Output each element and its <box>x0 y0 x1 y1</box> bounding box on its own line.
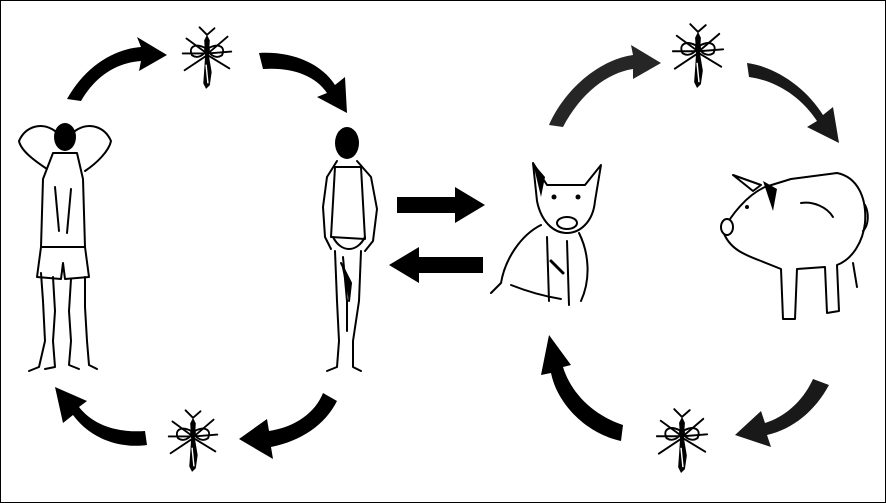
cycle-arrow-human-top-left <box>67 37 167 101</box>
pig-sitting-figure <box>491 163 601 305</box>
cycle-arrow-pig-bottom-right <box>735 379 829 447</box>
mosquito-icon-human-bottom <box>169 410 218 472</box>
cycle-arrow-human-top-right <box>259 53 347 113</box>
pig-cycle <box>491 24 868 473</box>
cycle-arrow-human-bottom-left <box>55 387 147 446</box>
cycle-arrow-pig-top-left <box>549 45 661 127</box>
arrow-to-pig-cycle <box>397 187 485 223</box>
person-with-headache-figure <box>19 123 111 371</box>
arrow-to-human-cycle <box>389 247 483 283</box>
mosquito-icon-pig-top <box>673 24 723 88</box>
exchange-arrows <box>389 187 485 283</box>
mosquito-icon-human-top <box>183 27 232 89</box>
cycle-arrow-pig-top-right <box>747 63 839 143</box>
cycle-arrow-pig-bottom-left <box>541 335 623 441</box>
person-standing-figure <box>323 127 377 371</box>
pig-standing-figure <box>721 173 868 319</box>
human-cycle <box>19 27 377 472</box>
cycle-arrow-human-bottom-right <box>239 393 337 459</box>
mosquito-icon-pig-bottom <box>657 409 707 473</box>
